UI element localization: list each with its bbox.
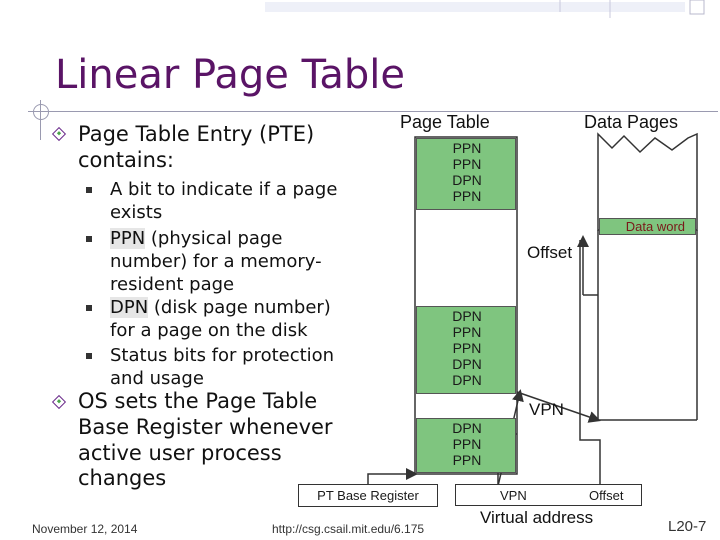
sub-bullet-1-line-2: exists — [110, 202, 163, 223]
sub-bullet-1-line-1: A bit to indicate if a page — [110, 179, 338, 200]
page-table-label: Page Table — [400, 112, 490, 132]
title-vertical-rule — [40, 100, 41, 140]
bullet-os-line-1: OS sets the Page Table — [78, 389, 318, 413]
title-divider — [28, 111, 718, 112]
dpn-highlight: DPN — [110, 297, 149, 318]
bullet-pte-line-1: Page Table Entry (PTE) — [78, 122, 315, 146]
pte-6: PPN — [452, 324, 482, 340]
data-pages-label: Data Pages — [584, 112, 679, 132]
pte-9: DPN — [452, 372, 482, 388]
pte-10: DPN — [452, 420, 482, 436]
pte-1: PPN — [452, 140, 482, 156]
sub-bullet-3-line-1: DPN (disk page number) — [110, 296, 331, 319]
va-vpn-field: VPN — [500, 488, 527, 503]
pte-11: PPN — [452, 436, 482, 452]
page-title: Linear Page Table — [55, 52, 406, 98]
bullet-os-line-3: active user process — [78, 441, 282, 465]
sub-bullet-2-line-1: PPN (physical page — [110, 227, 282, 250]
pte-3: DPN — [452, 172, 482, 188]
vpn-label: VPN — [529, 400, 564, 419]
bullet-os-line-2: Base Register whenever — [78, 415, 333, 439]
sub-bullet-4-line-1: Status bits for protection — [110, 345, 335, 366]
pte-7: PPN — [452, 340, 482, 356]
data-page-shape — [597, 132, 698, 231]
pte-4: PPN — [452, 188, 482, 204]
pte-5: DPN — [452, 308, 482, 324]
page-table-entries-block-1: PPN PPN DPN PPN — [416, 138, 516, 210]
footer-url: http://csg.csail.mit.edu/6.175 — [272, 522, 425, 536]
pte-12: PPN — [452, 452, 482, 468]
footer-date: November 12, 2014 — [32, 522, 138, 536]
sub-bullet-4-line-2: and usage — [110, 368, 204, 389]
bullet-pte-line-2: contains: — [78, 148, 174, 172]
sub-bullet-3-text: (disk page number) — [148, 297, 331, 318]
square-bullet-icon — [86, 305, 92, 311]
pt-base-register-box: PT Base Register — [298, 484, 438, 507]
bullet-os-line-4: changes — [78, 466, 167, 490]
virtual-address-box: VPN Offset — [455, 484, 642, 506]
top-decoration-graphic — [265, 0, 705, 18]
page-table-entries-block-3: DPN PPN PPN — [416, 418, 516, 473]
data-word: Data word — [599, 218, 696, 235]
offset-label: Offset — [527, 243, 573, 262]
pte-2: PPN — [452, 156, 482, 172]
corner-circle-icon — [33, 104, 49, 120]
ppn-highlight: PPN — [110, 228, 146, 249]
sub-bullet-2-line-3: resident page — [110, 274, 235, 295]
top-decoration — [0, 0, 720, 18]
square-bullet-icon — [86, 187, 92, 193]
sub-bullet-2-text: (physical page — [145, 228, 283, 249]
pte-8: DPN — [452, 356, 482, 372]
va-offset-field: Offset — [589, 488, 624, 503]
square-bullet-icon — [86, 236, 92, 242]
sub-bullet-2-line-2: number) for a memory- — [110, 251, 322, 272]
virtual-address-label: Virtual address — [480, 508, 594, 527]
square-bullet-icon — [86, 353, 92, 359]
page-table-entries-block-2: DPN PPN PPN DPN DPN — [416, 306, 516, 394]
sub-bullet-3-line-2: for a page on the disk — [110, 320, 308, 341]
slide-number: L20-7 — [668, 518, 707, 535]
